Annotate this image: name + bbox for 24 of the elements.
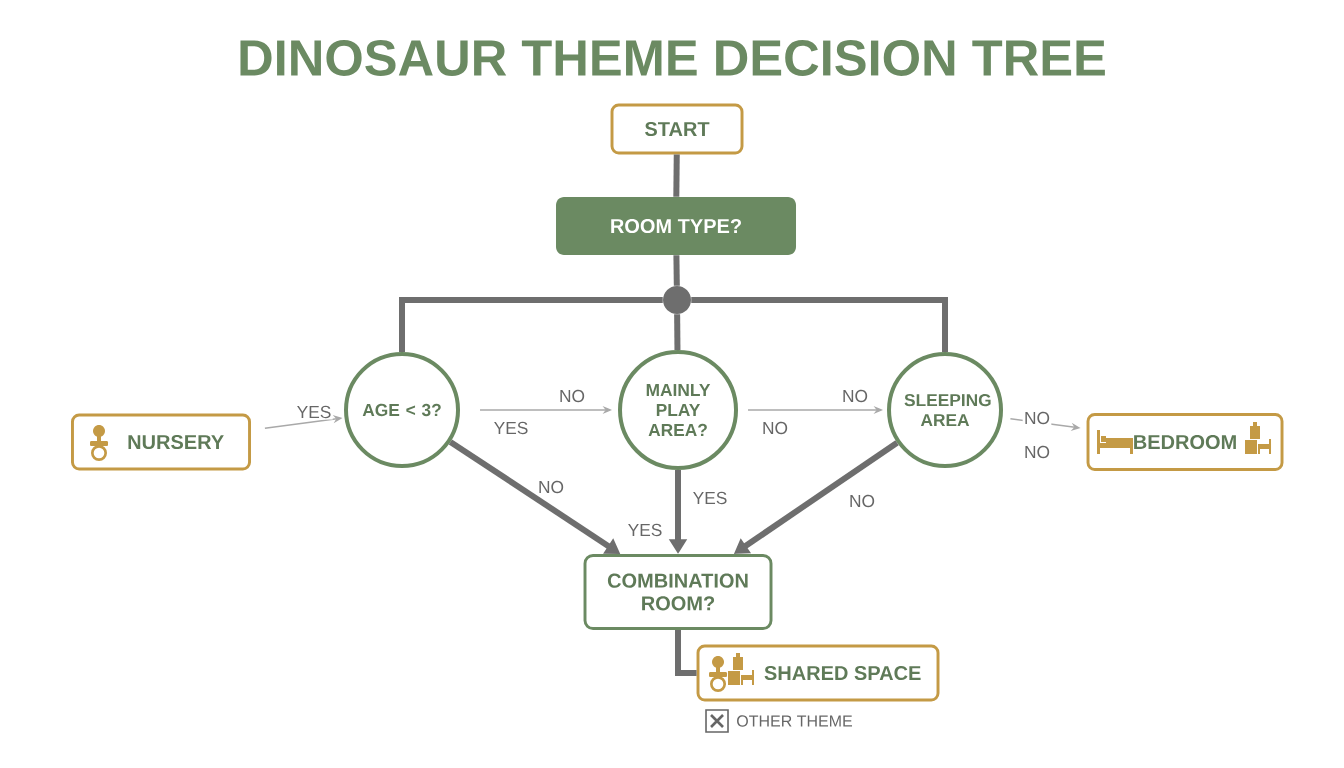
junction-dot xyxy=(663,286,691,314)
edge-label: NO xyxy=(536,479,566,495)
edge-label: YES xyxy=(295,404,333,420)
branch-label: NO xyxy=(1022,444,1052,460)
legend-text: OTHER THEME xyxy=(737,715,852,727)
edge-label: NO xyxy=(1022,410,1052,426)
branch-label: NO xyxy=(760,420,790,436)
result-box: BEDROOM xyxy=(1086,413,1284,471)
decision-box: ROOM TYPE? xyxy=(556,197,796,255)
connector-line xyxy=(673,154,680,197)
edge-label: NO xyxy=(557,388,587,404)
connector-line xyxy=(675,630,697,676)
result-box: NURSERY xyxy=(71,413,251,471)
connector-line xyxy=(673,255,680,286)
branch-label: YES xyxy=(626,522,664,538)
decision-box: COMBINATION ROOM? xyxy=(583,554,773,630)
title: DINOSAUR THEME DECISION TREE xyxy=(240,40,1105,76)
edge-label: YES xyxy=(691,490,729,506)
edge-label: NO xyxy=(847,493,877,509)
edge-label: NO xyxy=(840,388,870,404)
branch-label: YES xyxy=(492,420,530,436)
connector-line xyxy=(674,314,681,351)
result-box: SHARED SPACE xyxy=(696,644,940,702)
result-box: START xyxy=(610,103,744,155)
